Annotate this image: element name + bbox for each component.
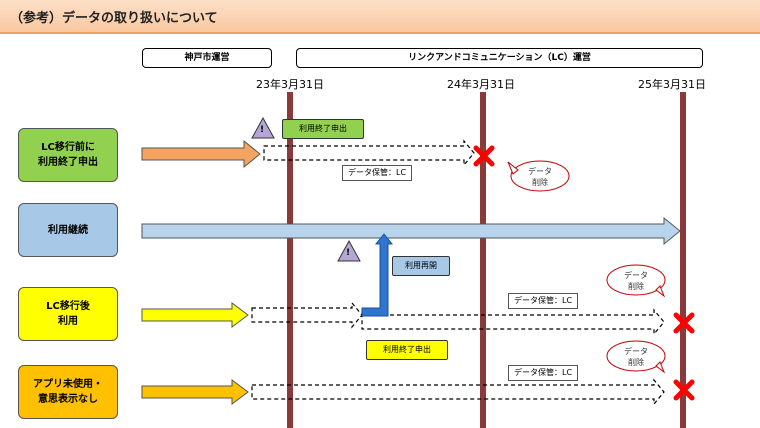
bubble-1-line1: データ xyxy=(528,167,552,176)
bubble-2-line2: 削除 xyxy=(628,282,644,291)
bubble-2-line1: データ xyxy=(624,271,648,280)
bubble-text-1: データ 削除 xyxy=(520,166,560,188)
storage-label-1: データ保管：LC xyxy=(342,165,413,181)
resume-arrow xyxy=(361,233,394,317)
page-title: （参考）データの取り扱いについて xyxy=(10,11,218,26)
warning-icon-1 xyxy=(251,116,275,139)
row-label-1-line1: LC移行前に xyxy=(41,142,95,153)
timeline-2024 xyxy=(480,92,486,428)
row-label-4-line2: 意思表示なし xyxy=(38,394,98,405)
header-kobe: 神戸市運営 xyxy=(142,48,272,68)
warning-mark-2: ! xyxy=(346,248,351,258)
row-label-3-line2: 利用 xyxy=(58,316,78,327)
row1-solid-arrow xyxy=(141,139,261,169)
row-label-4-line1: アプリ未使用・ xyxy=(33,379,103,390)
bubble-1-line2: 削除 xyxy=(532,178,548,187)
resume-tag: 利用再開 xyxy=(392,256,450,276)
timeline-2025 xyxy=(680,92,686,428)
row-label-2: 利用継続 xyxy=(18,203,118,257)
row4-dashed-arrow xyxy=(251,378,665,406)
bubble-text-2: データ 削除 xyxy=(616,270,656,292)
delete-x-icon-1 xyxy=(473,145,495,167)
row-label-3-line1: LC移行後 xyxy=(46,301,90,312)
bubble-text-3: データ 削除 xyxy=(616,346,656,368)
storage-label-2: データ保管：LC xyxy=(508,293,579,309)
delete-x-icon-2 xyxy=(673,312,695,334)
row-label-4: アプリ未使用・ 意思表示なし xyxy=(18,365,118,419)
row3-dashed-arrow-a xyxy=(251,301,363,329)
date-2025: 25年3月31日 xyxy=(638,78,706,91)
row-label-2-line1: 利用継続 xyxy=(48,224,88,236)
bubble-1 xyxy=(507,160,570,192)
warning-icon-2 xyxy=(337,239,361,262)
row-label-1-line2: 利用終了申出 xyxy=(38,157,98,168)
row4-solid-arrow xyxy=(141,379,249,405)
delete-x-icon-3 xyxy=(673,379,695,401)
timeline-2023 xyxy=(287,92,293,428)
bubble-2 xyxy=(606,264,666,298)
row1-dashed-arrow xyxy=(263,139,475,167)
storage-label-3: データ保管：LC xyxy=(508,365,579,381)
bubble-3-line2: 削除 xyxy=(628,358,644,367)
date-2024: 24年3月31日 xyxy=(447,78,515,91)
row-label-1: LC移行前に 利用終了申出 xyxy=(18,128,118,182)
date-2023: 23年3月31日 xyxy=(256,78,324,91)
end-request-tag-2: 利用終了申出 xyxy=(366,340,448,360)
title-bar: （参考）データの取り扱いについて xyxy=(0,0,760,34)
row3-dashed-arrow-b xyxy=(361,308,665,336)
row3-solid-arrow xyxy=(141,302,249,328)
row-label-3: LC移行後 利用 xyxy=(18,287,118,341)
end-request-tag-1: 利用終了申出 xyxy=(282,119,364,139)
header-lc: リンクアンドコミュニケーション（LC）運営 xyxy=(296,48,703,68)
warning-mark-1: ! xyxy=(260,125,265,135)
bubble-3-line1: データ xyxy=(624,347,648,356)
bubble-3 xyxy=(606,340,666,374)
row2-solid-arrow xyxy=(141,216,681,246)
